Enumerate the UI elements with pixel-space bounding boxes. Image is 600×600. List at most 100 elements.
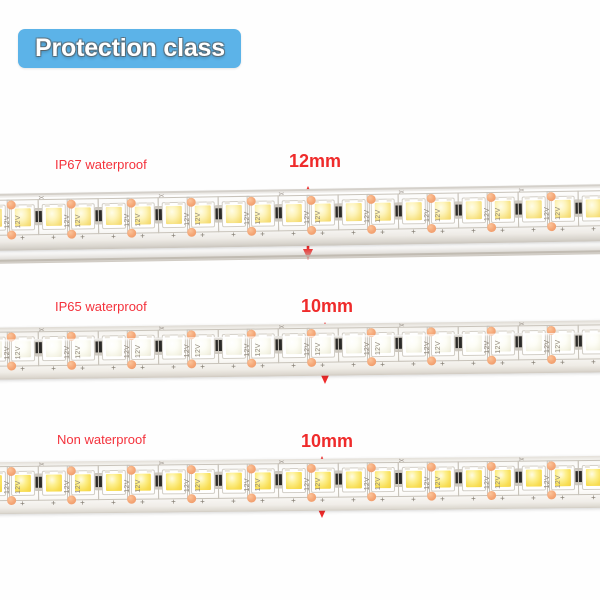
led-chip: [521, 465, 547, 491]
cut-line-marker: ✂: [278, 459, 285, 467]
led-emitter: [45, 339, 63, 358]
solder-pad: [66, 199, 76, 209]
solder-pad: [307, 225, 317, 235]
voltage-silkscreen: 12V: [14, 215, 23, 229]
ip67-led-segments: ++12V12V++12V12V✂++12V12V++12V12V✂++12V1…: [0, 179, 600, 263]
led-chip: [521, 196, 547, 223]
voltage-silkscreen: 12V: [3, 215, 12, 229]
led-chip: [461, 466, 487, 492]
protection-class-badge: Protection class: [18, 29, 241, 68]
solder-pad: [487, 222, 497, 233]
ip67-protection-label: IP67 waterproof: [55, 157, 147, 172]
polarity-plus-mark: +: [500, 225, 505, 235]
led-emitter: [285, 336, 303, 355]
voltage-silkscreen: 12V: [3, 346, 12, 360]
polarity-plus-mark: +: [380, 359, 385, 370]
voltage-silkscreen: 12V: [243, 478, 252, 492]
polarity-plus-mark: +: [140, 497, 145, 507]
led-emitter: [225, 472, 243, 490]
polarity-plus-mark: +: [20, 498, 25, 508]
polarity-plus-mark: +: [291, 496, 296, 506]
led-chip: [581, 464, 600, 491]
voltage-silkscreen: 12V: [63, 345, 72, 359]
polarity-plus-mark: +: [591, 224, 596, 234]
polarity-plus-mark: +: [20, 364, 25, 374]
polarity-plus-mark: +: [560, 493, 565, 503]
voltage-silkscreen: 12V: [374, 209, 383, 223]
voltage-silkscreen: 12V: [483, 207, 492, 222]
non-waterproof-width-label: 10mm: [301, 431, 354, 451]
voltage-silkscreen: 12V: [434, 340, 443, 355]
solder-pad: [547, 490, 557, 500]
cut-line-marker: ✂: [278, 324, 285, 332]
polarity-plus-mark: +: [51, 363, 56, 374]
polarity-plus-mark: +: [531, 358, 536, 368]
voltage-silkscreen: 12V: [434, 476, 443, 490]
voltage-silkscreen: 12V: [483, 340, 492, 354]
voltage-silkscreen: 12V: [554, 339, 563, 353]
polarity-plus-mark: +: [140, 231, 145, 241]
polarity-plus-mark: +: [111, 497, 116, 507]
led-chip: [581, 195, 600, 222]
led-emitter: [585, 468, 600, 487]
solder-pad: [187, 227, 197, 237]
voltage-silkscreen: 12V: [134, 344, 143, 359]
voltage-silkscreen: 12V: [423, 341, 432, 355]
cut-line-marker: ✂: [518, 321, 525, 329]
led-chip: [281, 199, 307, 227]
polarity-plus-mark: +: [51, 232, 56, 242]
voltage-silkscreen: 12V: [123, 479, 132, 493]
led-emitter: [345, 336, 363, 354]
polarity-plus-mark: +: [171, 362, 176, 372]
voltage-silkscreen: 12V: [423, 208, 432, 223]
led-emitter: [525, 469, 543, 487]
voltage-silkscreen: 12V: [483, 475, 492, 490]
led-emitter: [585, 333, 600, 351]
solder-pad: [186, 465, 196, 475]
solder-pad: [187, 494, 197, 504]
polarity-plus-mark: +: [500, 358, 505, 368]
led-emitter: [465, 334, 483, 352]
solder-pad: [487, 355, 497, 365]
led-emitter: [165, 473, 183, 491]
solder-pad: [7, 361, 17, 371]
ip65-led-segments: ++12V12V++12V12V✂++12V12V++12V12V✂++12V1…: [0, 316, 600, 388]
solder-pad: [127, 494, 137, 504]
solder-pad: [366, 463, 376, 473]
led-emitter: [0, 475, 3, 493]
polarity-plus-mark: +: [291, 361, 296, 371]
voltage-silkscreen: 12V: [14, 480, 23, 494]
voltage-silkscreen: 12V: [314, 477, 323, 491]
protection-class-badge-label: Protection class: [35, 34, 225, 62]
led-emitter: [165, 205, 183, 225]
voltage-silkscreen: 12V: [374, 341, 383, 356]
voltage-silkscreen: 12V: [363, 476, 372, 491]
solder-pad: [427, 223, 437, 234]
ip65-width-label: 10mm: [301, 296, 354, 316]
voltage-silkscreen: 12V: [63, 480, 72, 494]
solder-pad: [307, 357, 317, 367]
led-chip: [341, 198, 367, 226]
voltage-silkscreen: 12V: [543, 339, 552, 354]
voltage-silkscreen: 12V: [303, 342, 312, 356]
non-waterproof-led-segments: ++12V12V++12V12V✂++12V12V++12V12V✂++12V1…: [0, 451, 600, 522]
solder-pad: [486, 461, 496, 472]
polarity-plus-mark: +: [231, 496, 236, 506]
voltage-silkscreen: 12V: [423, 476, 432, 490]
polarity-plus-mark: +: [51, 498, 56, 508]
voltage-silkscreen: 12V: [134, 479, 143, 493]
